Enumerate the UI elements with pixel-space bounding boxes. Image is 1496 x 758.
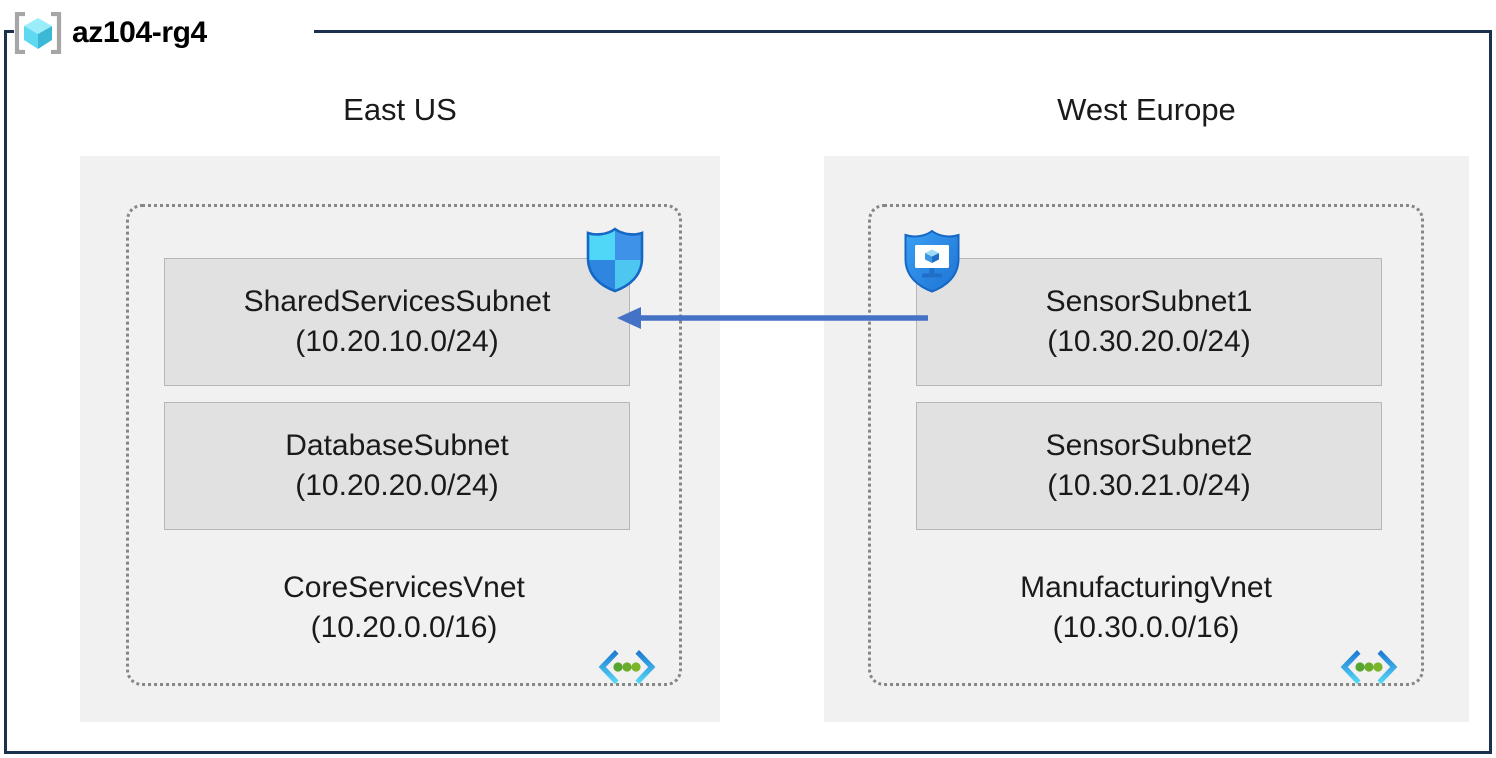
subnet-sensorsubnet1[interactable]: SensorSubnet1 (10.30.20.0/24) (916, 258, 1382, 386)
vnet-peering-arrow[interactable] (616, 300, 928, 336)
subnet-sharedservicessubnet[interactable]: SharedServicesSubnet (10.20.10.0/24) (164, 258, 630, 386)
vnet-container-coreservicesvnet[interactable] (126, 204, 682, 686)
subnet-address-prefix: (10.30.21.0/24) (1047, 469, 1251, 502)
vnet-caption-coreservicesvnet: CoreServicesVnet (10.20.0.0/16) (146, 568, 662, 648)
resource-group-frame (4, 30, 1492, 754)
subnet-name: SensorSubnet2 (1045, 429, 1253, 462)
region-label-west-europe: West Europe (1057, 92, 1236, 127)
subnet-name: SensorSubnet1 (1045, 285, 1253, 318)
virtual-network-icon[interactable] (1338, 648, 1400, 688)
subnet-sensorsubnet2[interactable]: SensorSubnet2 (10.30.21.0/24) (916, 402, 1382, 530)
resource-group-cube-icon (14, 11, 62, 55)
application-security-group-shield-icon[interactable] (901, 228, 963, 294)
vnet-address-space: (10.20.0.0/16) (310, 611, 498, 644)
subnet-address-prefix: (10.30.20.0/24) (1047, 325, 1251, 358)
subnet-name: SharedServicesSubnet (243, 285, 551, 318)
network-security-group-shield-icon[interactable] (583, 226, 647, 294)
vnet-container-manufacturingvnet[interactable] (868, 204, 1424, 686)
virtual-network-icon[interactable] (596, 648, 658, 688)
resource-group-header: az104-rg4 (14, 9, 207, 57)
vnet-address-space: (10.30.0.0/16) (1052, 611, 1240, 644)
vnet-caption-manufacturingvnet: ManufacturingVnet (10.30.0.0/16) (888, 568, 1404, 648)
subnet-databasesubnet[interactable]: DatabaseSubnet (10.20.20.0/24) (164, 402, 630, 530)
subnet-address-prefix: (10.20.20.0/24) (295, 469, 499, 502)
subnet-name: DatabaseSubnet (285, 429, 509, 462)
resource-group-title-mask (14, 12, 314, 54)
subnet-address-prefix: (10.20.10.0/24) (295, 325, 499, 358)
vnet-name: CoreServicesVnet (283, 571, 525, 604)
region-label-east-us: East US (343, 92, 457, 127)
vnet-name: ManufacturingVnet (1020, 571, 1272, 604)
resource-group-name: az104-rg4 (72, 16, 207, 49)
